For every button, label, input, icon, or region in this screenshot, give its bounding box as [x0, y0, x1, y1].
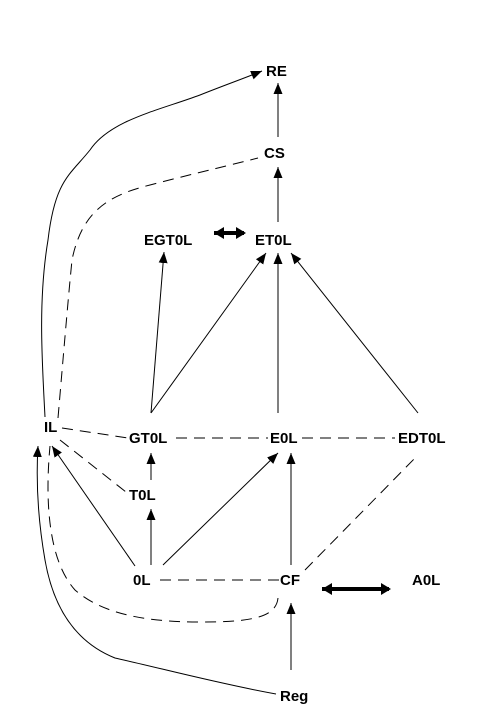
- edge-edt0l-to-et0l: [290, 252, 419, 414]
- node-il: IL: [44, 419, 57, 436]
- edge-il-to-re: [41, 70, 263, 418]
- node-cs: CS: [264, 145, 285, 162]
- dash-il-cs: [57, 157, 259, 419]
- node-e0l: E0L: [270, 430, 298, 447]
- edge-reg-to-il: [32, 445, 277, 695]
- node-0l: 0L: [133, 572, 151, 589]
- node-re: RE: [266, 63, 287, 80]
- dash-il-t0l: [59, 439, 127, 493]
- edge-0l-to-e0l: [162, 452, 279, 566]
- node-reg: Reg: [280, 688, 308, 705]
- dash-cf-il: [47, 445, 279, 623]
- node-t0l: T0L: [129, 487, 156, 504]
- node-a0l: A0L: [412, 572, 440, 589]
- edge-gt0l-to-egt0l: [150, 251, 168, 414]
- node-et0l: ET0L: [255, 232, 292, 249]
- dash-cf-edt0l: [304, 454, 419, 571]
- edge-gt0l-to-et0l: [150, 252, 267, 414]
- node-cf: CF: [280, 572, 300, 589]
- node-edt0l: EDT0L: [398, 430, 446, 447]
- dash-il-gt0l: [61, 427, 129, 439]
- edge-0l-to-il: [51, 445, 136, 567]
- node-gt0l: GT0L: [129, 430, 167, 447]
- node-egt0l: EGT0L: [144, 232, 192, 249]
